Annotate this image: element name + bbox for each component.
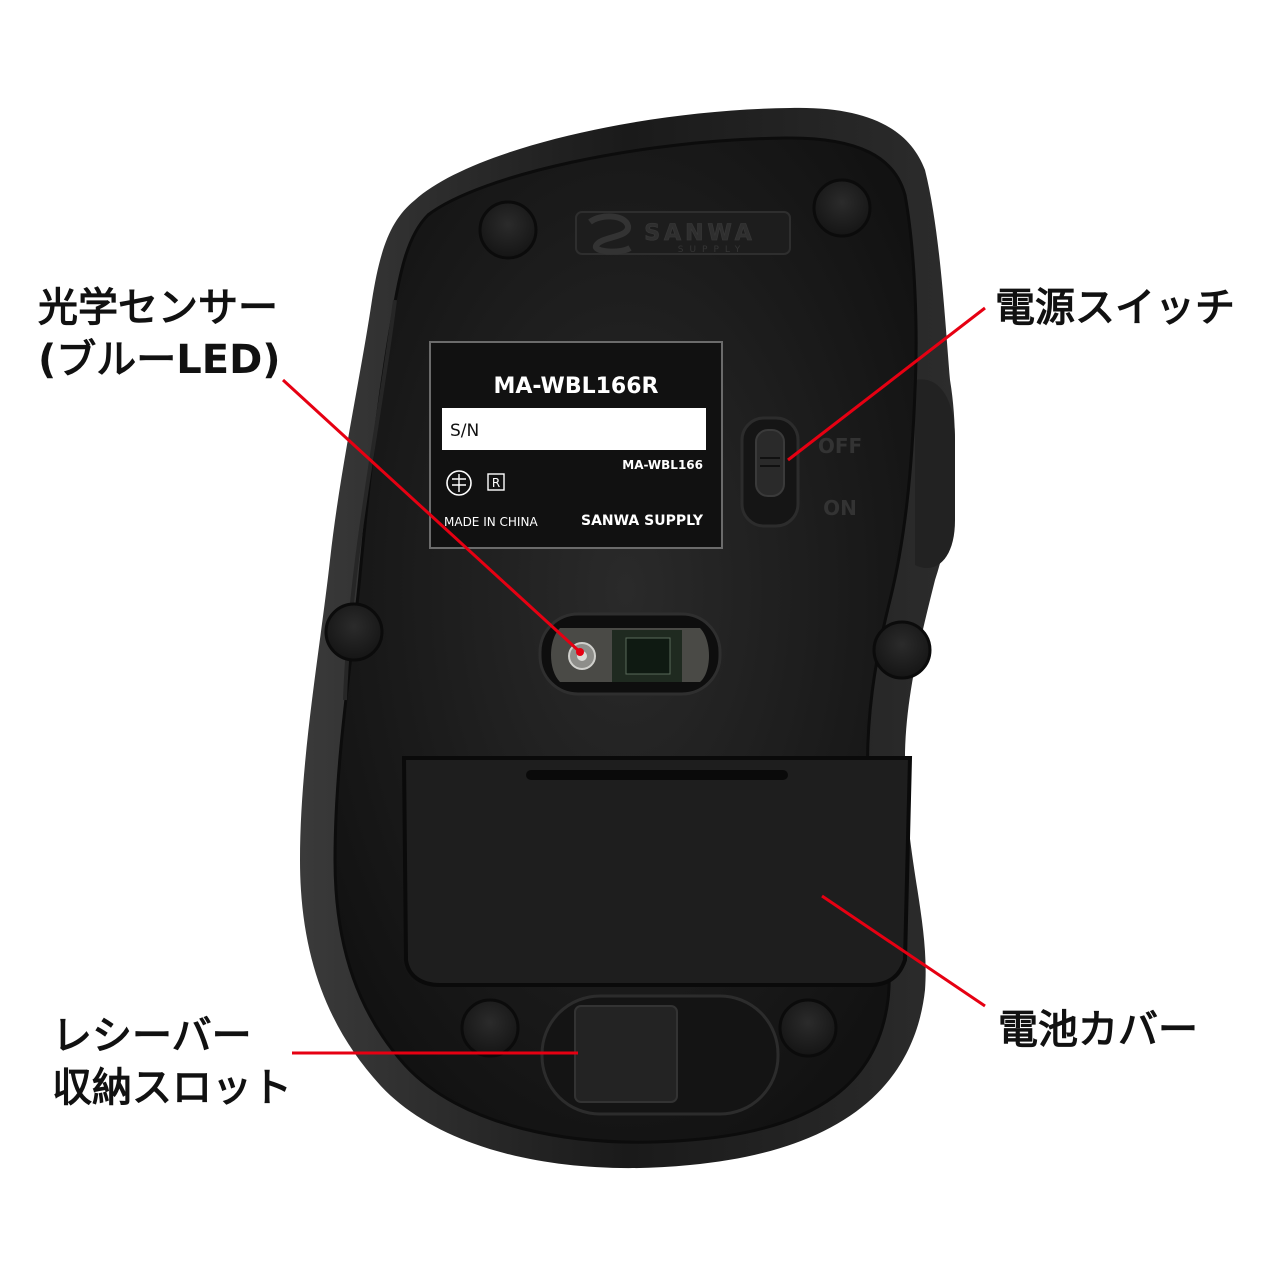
registered-mark-text: R	[492, 476, 500, 490]
callout-battery-cover: 電池カバー	[998, 1004, 1198, 1056]
receiver-slot	[540, 994, 780, 1116]
callout-cover-label: 電池カバー	[998, 1007, 1198, 1053]
callout-receiver-slot: レシーバー 収納スロット	[52, 1010, 292, 1114]
callout-power-label: 電源スイッチ	[995, 285, 1235, 331]
callout-optical-sensor: 光学センサー (ブルーLED)	[38, 282, 281, 386]
label-serial-box	[442, 408, 706, 450]
label-serial-caption: S/N	[450, 421, 479, 441]
foot-pad	[478, 200, 538, 260]
foot-pad	[812, 178, 872, 238]
callout-power-switch: 電源スイッチ	[995, 282, 1235, 334]
product-label-sticker: MA-WBL166R S/N MA-WBL166 R MADE IN CHINA…	[429, 341, 723, 549]
callout-line-cover	[821, 894, 986, 1008]
callout-receiver-line2: 収納スロット	[52, 1065, 292, 1111]
battery-cover	[401, 756, 913, 987]
label-model-number: MA-WBL166R	[494, 374, 659, 399]
battery-cover-slot	[526, 770, 788, 780]
power-switch-knob	[755, 429, 785, 497]
power-switch: OFF ON	[740, 416, 862, 528]
side-button-bump	[915, 379, 955, 568]
foot-pad	[324, 602, 384, 662]
optical-sensor	[538, 612, 722, 696]
label-sub-model: MA-WBL166	[622, 458, 703, 472]
label-brand: SANWA SUPPLY	[581, 513, 704, 529]
receiver-slot-cover	[574, 1005, 678, 1103]
registered-mark-box	[487, 473, 505, 491]
certification-mark-icon	[446, 470, 472, 496]
label-origin: MADE IN CHINA	[444, 515, 538, 529]
foot-pad	[460, 998, 520, 1058]
callout-sensor-line1: 光学センサー	[38, 285, 278, 331]
callout-sensor-line2: (ブルーLED)	[38, 337, 281, 383]
callout-line-power	[787, 306, 986, 462]
callout-receiver-line1: レシーバー	[52, 1013, 252, 1059]
callout-dot-sensor	[576, 648, 584, 656]
foot-pad	[778, 998, 838, 1058]
embossed-brand-logo: SANWA SUPPLY	[575, 211, 791, 255]
foot-pad	[872, 620, 932, 680]
switch-off-label: OFF	[818, 434, 862, 458]
embossed-brand-sub-text: SUPPLY	[678, 245, 746, 255]
switch-on-label: ON	[823, 496, 857, 520]
embossed-brand-text: SANWA	[644, 221, 756, 246]
callout-line-sensor	[281, 378, 582, 654]
